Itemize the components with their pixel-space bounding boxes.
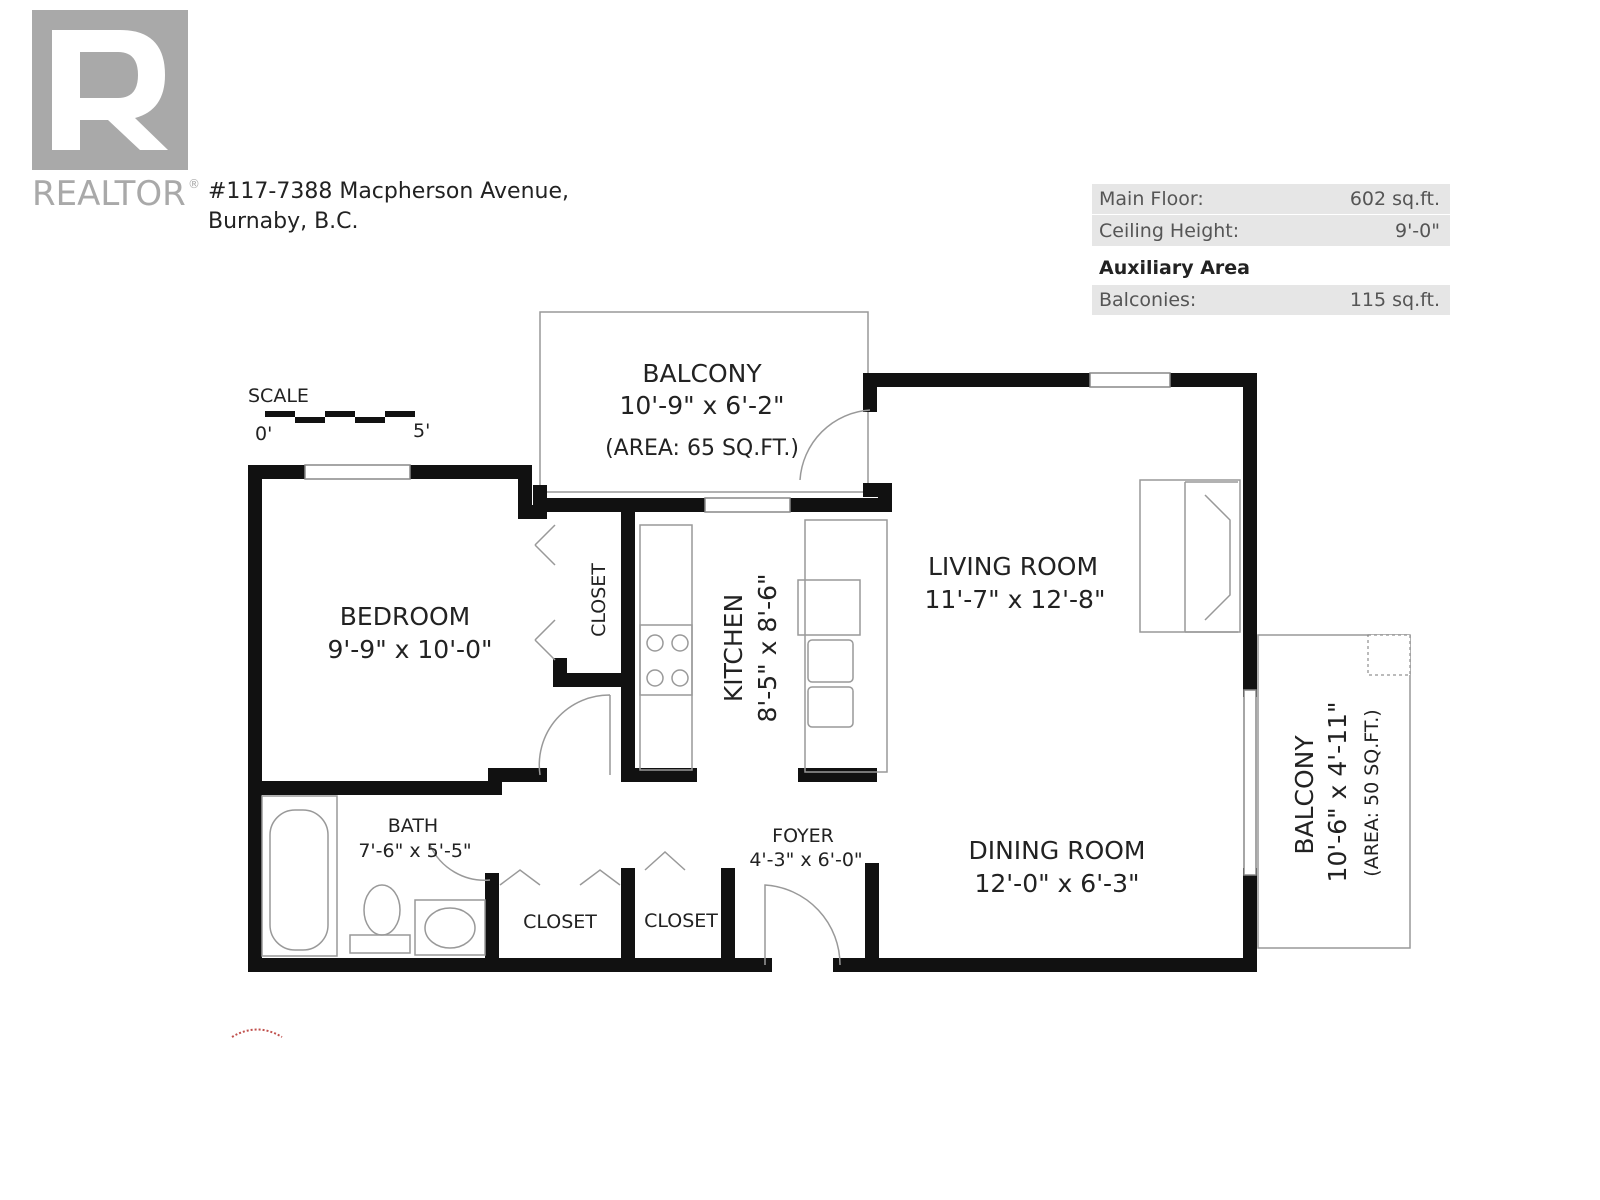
- sliding-door: [1243, 689, 1257, 876]
- walls: [248, 373, 1257, 972]
- balcony-side-area: (AREA: 50 SQ.FT.): [1361, 709, 1383, 876]
- living-dims: 11'-7" x 12'-8": [925, 585, 1106, 614]
- scale-start: 0': [255, 423, 272, 445]
- balcony-side-outline: [1257, 634, 1411, 949]
- balcony-top-name: BALCONY: [642, 359, 762, 388]
- window: [1089, 372, 1171, 388]
- dining-dims: 12'-0" x 6'-3": [974, 869, 1139, 898]
- address-line1: #117-7388 Macpherson Avenue,: [208, 179, 569, 204]
- living-name: LIVING ROOM: [928, 552, 1098, 581]
- balconies-label: Balconies:: [1099, 289, 1196, 311]
- doors: [429, 409, 871, 966]
- logo-text: REALTOR: [32, 174, 186, 214]
- bath-name: BATH: [388, 815, 438, 837]
- balcony-top-dims: 10'-9" x 6'-2": [619, 391, 784, 420]
- dining-name: DINING ROOM: [968, 836, 1145, 865]
- bedroom-name: BEDROOM: [340, 602, 471, 631]
- logo-mark: ®: [188, 177, 200, 191]
- ceiling-height-label: Ceiling Height:: [1099, 220, 1239, 242]
- foyer-name: FOYER: [772, 825, 834, 847]
- balcony-side-name: BALCONY: [1290, 735, 1319, 855]
- realtor-logo: REALTOR ®: [32, 10, 200, 214]
- bath-fixtures: [261, 795, 486, 957]
- kitchen-fixtures: [639, 519, 888, 773]
- closet-1-name: CLOSET: [523, 911, 597, 933]
- scale-end: 5': [413, 420, 430, 442]
- hatched-column: [1367, 634, 1411, 676]
- foyer-dims: 4'-3" x 6'-0": [749, 849, 862, 871]
- window: [704, 497, 791, 513]
- closet-doors: [499, 524, 686, 886]
- kitchen-name: KITCHEN: [719, 594, 748, 702]
- bath-dims: 7'-6" x 5'-5": [358, 840, 471, 862]
- ceiling-height-value: 9'-0": [1395, 220, 1440, 242]
- watermark-mark: [231, 1028, 283, 1038]
- kitchen-dims: 8'-5" x 8'-6": [753, 573, 782, 722]
- fireplace: [1139, 479, 1241, 633]
- balcony-side-dims: 10'-6" x 4'-11": [1323, 702, 1352, 883]
- scale-bar: SCALE 0' 5': [248, 385, 430, 445]
- aux-heading: Auxiliary Area: [1099, 257, 1250, 279]
- window: [304, 464, 411, 480]
- balcony-top-area: (AREA: 65 SQ.FT.): [605, 436, 799, 461]
- closet-2-name: CLOSET: [644, 910, 718, 932]
- area-summary: Main Floor: 602 sq.ft. Ceiling Height: 9…: [1092, 184, 1450, 315]
- main-floor-label: Main Floor:: [1099, 188, 1204, 210]
- address-line2: Burnaby, B.C.: [208, 209, 359, 234]
- balconies-value: 115 sq.ft.: [1350, 289, 1440, 311]
- scale-label: SCALE: [248, 385, 309, 407]
- bedroom-dims: 9'-9" x 10'-0": [327, 635, 492, 664]
- main-floor-value: 602 sq.ft.: [1350, 188, 1440, 210]
- closet-bedroom-name: CLOSET: [588, 563, 610, 637]
